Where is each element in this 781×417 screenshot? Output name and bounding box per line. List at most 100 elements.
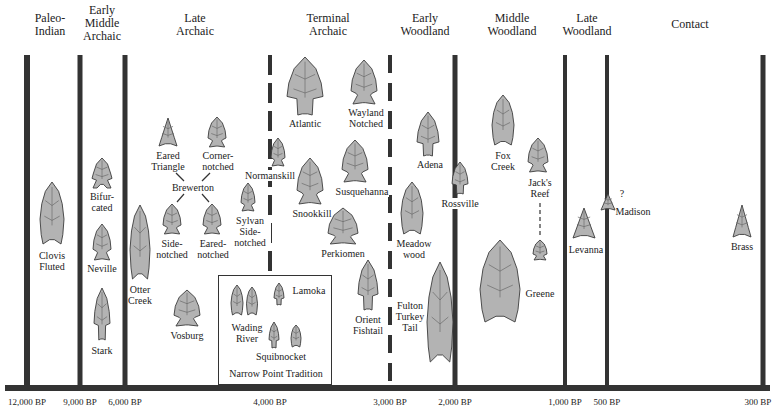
box-title: Narrow Point Tradition [229,368,322,379]
flake-scars [96,235,108,247]
point-outline [130,205,150,279]
flake-scars [347,153,364,166]
point-type-label: Wading River [227,322,267,344]
point-outline [328,208,358,244]
point-outline [274,283,284,305]
projectile-point [203,204,221,234]
point-outline [241,183,255,211]
flake-scars [293,74,316,93]
date-label: 9,000 BP [63,397,97,407]
flake-scars [487,265,513,291]
date-label: 3,000 BP [373,397,407,407]
period-heading: Terminal Archaic [301,12,355,38]
point-outline [287,57,323,115]
group-label: Brewerton [172,182,214,193]
flake-scars [166,213,178,223]
projectile-point [92,158,112,188]
flake-scars [333,219,352,231]
point-outline [92,158,112,188]
flake-scars [97,304,107,321]
point-outline [401,182,423,234]
flake-scars [276,290,282,297]
flake-scars [233,294,241,304]
point-type-label: Wayland Notched [346,107,386,129]
point-outline [492,95,514,145]
projectile-point [297,158,323,204]
point-outline [417,112,439,156]
point-outline [342,140,368,182]
period-divider [453,55,458,391]
flake-scars [293,332,299,339]
point-type-label: Susquehanna [335,186,390,197]
projectile-point [231,285,243,315]
point-ridge [503,99,504,130]
point-type-label: Greene [526,288,555,299]
point-outline [573,208,595,238]
projectile-point [427,262,453,362]
point-type-label: Levanna [569,244,603,255]
projectile-point [274,283,284,305]
point-type-label: Adena [417,159,443,170]
projectile-point [247,287,258,315]
projectile-point [342,140,368,182]
point-outline [297,158,323,204]
projectile-point [480,240,520,322]
flake-scars [604,199,613,204]
flake-scars [244,191,253,200]
date-label: 6,000 BP [108,397,142,407]
projectile-point [528,138,548,172]
flake-scars [362,275,375,291]
point-type-label: Clovis Fluted [32,250,72,272]
point-type-label: Squibnocket [256,351,306,362]
point-type-label: Brass [731,241,753,252]
projectile-point [401,182,423,234]
flake-scars [736,215,748,225]
point-outline [351,60,377,104]
point-ridge [52,187,53,225]
period-divider [761,55,766,391]
point-outline [528,138,548,172]
flake-scars [179,301,196,313]
projectile-point [328,208,358,244]
projectile-point [269,322,279,348]
point-outline [208,117,226,147]
projectile-point [130,205,150,279]
time-axis [5,385,770,391]
point-ridge [428,116,429,143]
projectile-point [271,138,285,166]
point-ridge [440,270,441,332]
point-outline [269,322,279,348]
date-label: 500 BP [594,397,621,407]
point-type-label: Vosburg [171,330,204,341]
tradition-box: LamokaWading RiverSquibnocketNarrow Poin… [218,275,332,385]
period-divider [78,55,83,391]
date-label: 1,000 BP [548,397,582,407]
projectile-point [351,60,377,104]
point-outline [163,204,181,234]
flake-scars [532,148,545,159]
point-outline [93,224,111,260]
point-type-label: Bifur- cated [87,191,117,213]
projectile-point [94,288,110,340]
period-divider [563,55,567,391]
point-outline [247,287,258,315]
point-outline [480,240,520,322]
point-ridge [310,162,311,191]
flake-scars [248,295,255,304]
point-type-label: Side- notched [154,238,190,260]
point-ridge [368,264,369,295]
projectile-point [601,194,615,210]
flake-scars [302,172,319,187]
flake-scars [274,146,283,155]
date-label: 4,000 BP [253,397,287,407]
point-type-label: Fulton Turkey Tail [394,300,426,333]
projectile-point [287,57,323,115]
point-type-label: Perkiomen [321,248,364,259]
projectile-point [40,182,64,244]
projectile-point [93,224,111,260]
point-outline [427,262,453,362]
projectile-point [159,118,177,146]
flake-scars [96,167,109,177]
